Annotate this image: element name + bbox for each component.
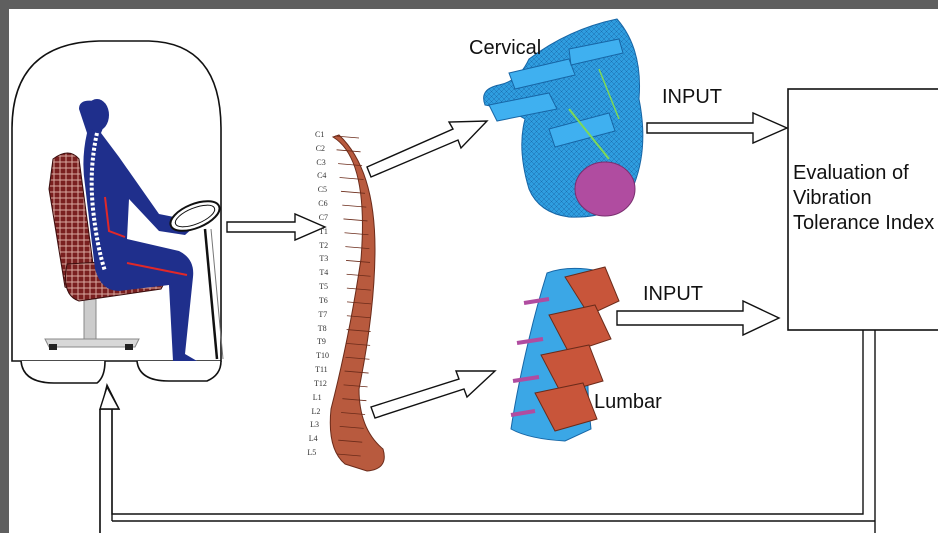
cervical-label: Cervical: [469, 36, 541, 60]
right-wheel: [137, 361, 221, 381]
diagram-canvas: Cervical Lumbar INPUT INPUT Evaluation o…: [9, 9, 938, 533]
diagram-svg: [9, 9, 938, 533]
chair-base: [45, 339, 139, 347]
vertebra-label-t12: T12: [314, 379, 327, 388]
vertebra-label-c1: C1: [315, 130, 324, 139]
vertebra-label-t11: T11: [315, 365, 328, 374]
evaluation-line-1: Evaluation of: [793, 161, 938, 186]
vertebra-label-l1: L1: [313, 393, 322, 402]
chair-column: [84, 299, 96, 339]
driver-head: [85, 99, 109, 131]
input-label-top: INPUT: [662, 85, 722, 109]
spine-illustration: [330, 135, 384, 471]
arrow-spine-to-cervical: [367, 121, 487, 177]
vertebra-label-t2: T2: [319, 241, 328, 250]
vertebra-label-c4: C4: [317, 171, 326, 180]
vertebra-label-c7: C7: [319, 213, 328, 222]
vertebra-label-t8: T8: [318, 324, 327, 333]
vertebra-label-c5: C5: [318, 185, 327, 194]
vertebra-label-t1: T1: [319, 227, 328, 236]
arrow-lumbar-input: [617, 301, 779, 335]
lumbar-label: Lumbar: [594, 390, 662, 414]
evaluation-line-3: Tolerance Index: [793, 211, 938, 236]
vertebra-label-t5: T5: [319, 282, 328, 291]
vertebra-label-t4: T4: [319, 268, 328, 277]
cervical-disc: [575, 162, 635, 216]
arrow-cervical-input: [647, 113, 787, 143]
vertebra-label-c3: C3: [316, 158, 325, 167]
left-wheel: [21, 361, 105, 383]
evaluation-line-2: Vibration: [793, 186, 938, 211]
input-label-bottom: INPUT: [643, 282, 703, 306]
lumbar-model: [511, 267, 619, 441]
vertebra-label-c6: C6: [318, 199, 327, 208]
vertebra-label-t7: T7: [318, 310, 327, 319]
vertebra-label-l2: L2: [311, 407, 320, 416]
vertebra-label-c2: C2: [316, 144, 325, 153]
vertebra-label-t10: T10: [316, 351, 329, 360]
evaluation-text: Evaluation of Vibration Tolerance Index: [793, 161, 938, 236]
arrow-cabin-to-spine: [227, 214, 325, 240]
vertebra-label-t3: T3: [319, 254, 328, 263]
vertebra-label-l5: L5: [307, 448, 316, 457]
vertebra-label-t9: T9: [317, 337, 326, 346]
arrow-spine-to-lumbar: [371, 371, 495, 418]
vertebra-label-l4: L4: [309, 434, 318, 443]
vertebra-label-t6: T6: [319, 296, 328, 305]
vertebra-label-l3: L3: [310, 420, 319, 429]
